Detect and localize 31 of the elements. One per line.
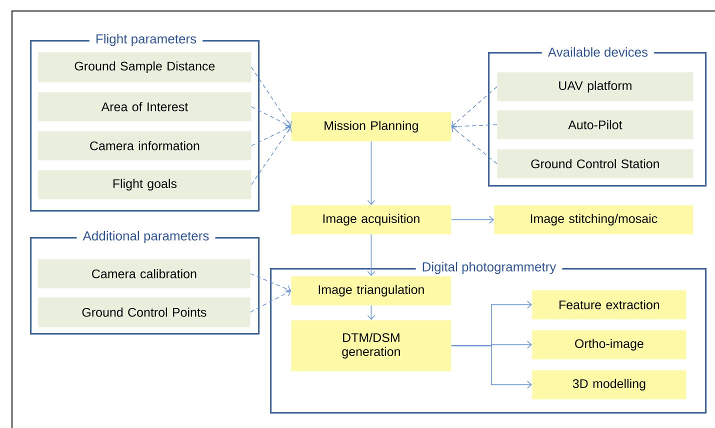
parameter-box: Area of Interest [38,92,252,122]
arrow [451,86,498,127]
arrow [251,126,292,186]
parameter-box: Camera calibration [38,259,250,288]
process-box: DTM/DSM generation [291,320,452,372]
parameter-box: Ground Control Points [38,297,250,328]
arrow [451,345,532,389]
parameter-box: Camera information [38,131,252,160]
arrow [451,122,498,130]
parameter-box: Ground Control Station [497,149,694,178]
arrow [251,125,291,146]
process-box: 3D modelling [532,370,686,400]
process-box: Image stitching/mosaic [494,205,694,234]
parameter-box: Ground Sample Distance [38,52,252,82]
process-box: Image acquisition [291,205,452,234]
arrow [250,273,291,293]
arrow [251,66,292,127]
arrow [250,289,291,313]
arrow [451,126,498,164]
process-box: Feature extraction [532,290,686,320]
arrow [367,141,376,205]
arrow [251,106,291,128]
process-box: Mission Planning [291,112,452,142]
parameter-box: Flight goals [38,170,252,200]
arrow [451,216,494,224]
arrow [367,305,376,320]
parameter-box: Auto-Pilot [497,110,694,140]
parameter-box: UAV platform [497,72,694,102]
arrow [367,234,376,276]
process-box: Image triangulation [291,276,452,306]
process-box: Ortho-image [532,330,686,360]
